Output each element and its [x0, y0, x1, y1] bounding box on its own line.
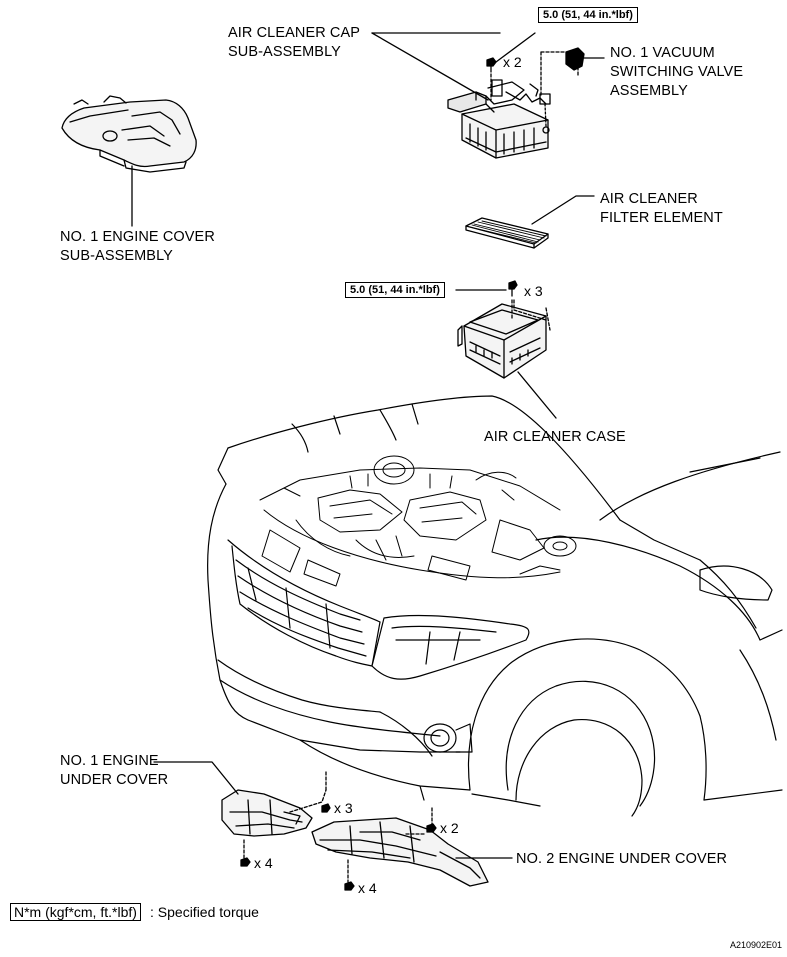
- air-cleaner-cap-part: [447, 79, 551, 159]
- torque-spec-case: 5.0 (51, 44 in.*lbf): [345, 282, 445, 298]
- qty-cover1-bottom: x 4: [254, 855, 273, 871]
- figure-code: A210902E01: [730, 940, 783, 950]
- under-cover-1-leader: [153, 761, 239, 795]
- cover2-bottom-bolt: [344, 881, 355, 891]
- label-vacuum-valve: NO. 1 VACUUM SWITCHING VALVE ASSEMBLY: [610, 45, 744, 99]
- qty-cover2-bottom: x 4: [358, 880, 377, 896]
- filter-element-part: [465, 217, 549, 249]
- torque-spec-cap: 5.0 (51, 44 in.*lbf): [538, 7, 638, 23]
- qty-case-bolts: x 3: [524, 283, 543, 299]
- cap-bolt: [486, 57, 497, 73]
- valve-dash: [540, 51, 565, 97]
- label-air-cleaner-case: AIR CLEANER CASE: [484, 429, 626, 445]
- engine-cover-part: [61, 95, 197, 173]
- filter-leader: [531, 195, 595, 225]
- label-air-cleaner-cap: AIR CLEANER CAP SUB-ASSEMBLY: [228, 25, 361, 60]
- label-filter-element: AIR CLEANER FILTER ELEMENT: [600, 191, 723, 226]
- label-under-cover-1: NO. 1 ENGINE UNDER COVER: [60, 753, 169, 788]
- under-cover-1-part: [221, 789, 313, 837]
- qty-cap-bolts: x 2: [503, 54, 522, 70]
- cover2-right-bolt: [426, 823, 437, 833]
- label-under-cover-2: NO. 2 ENGINE UNDER COVER: [516, 851, 728, 867]
- engine-bay: [259, 455, 577, 587]
- qty-cover2-right: x 2: [440, 820, 459, 836]
- legend-torque-text: : Specified torque: [150, 904, 259, 920]
- cover1-top-bolt: [321, 803, 331, 813]
- case-bolt: [508, 280, 518, 297]
- cover1-bottom-bolt: [240, 857, 251, 867]
- vehicle-front: [207, 395, 783, 817]
- legend-torque-box: N*m (kgf*cm, ft.*lbf): [10, 903, 141, 921]
- label-engine-cover: NO. 1 ENGINE COVER SUB-ASSEMBLY: [60, 229, 215, 264]
- cap-leader: [371, 32, 489, 101]
- air-cleaner-case-part: [457, 303, 547, 379]
- cap-torque-leader: [495, 32, 536, 63]
- vacuum-valve-part: [565, 47, 605, 71]
- case-leader: [517, 371, 557, 419]
- qty-cover1-top: x 3: [334, 800, 353, 816]
- under-cover-2-part: [311, 817, 489, 887]
